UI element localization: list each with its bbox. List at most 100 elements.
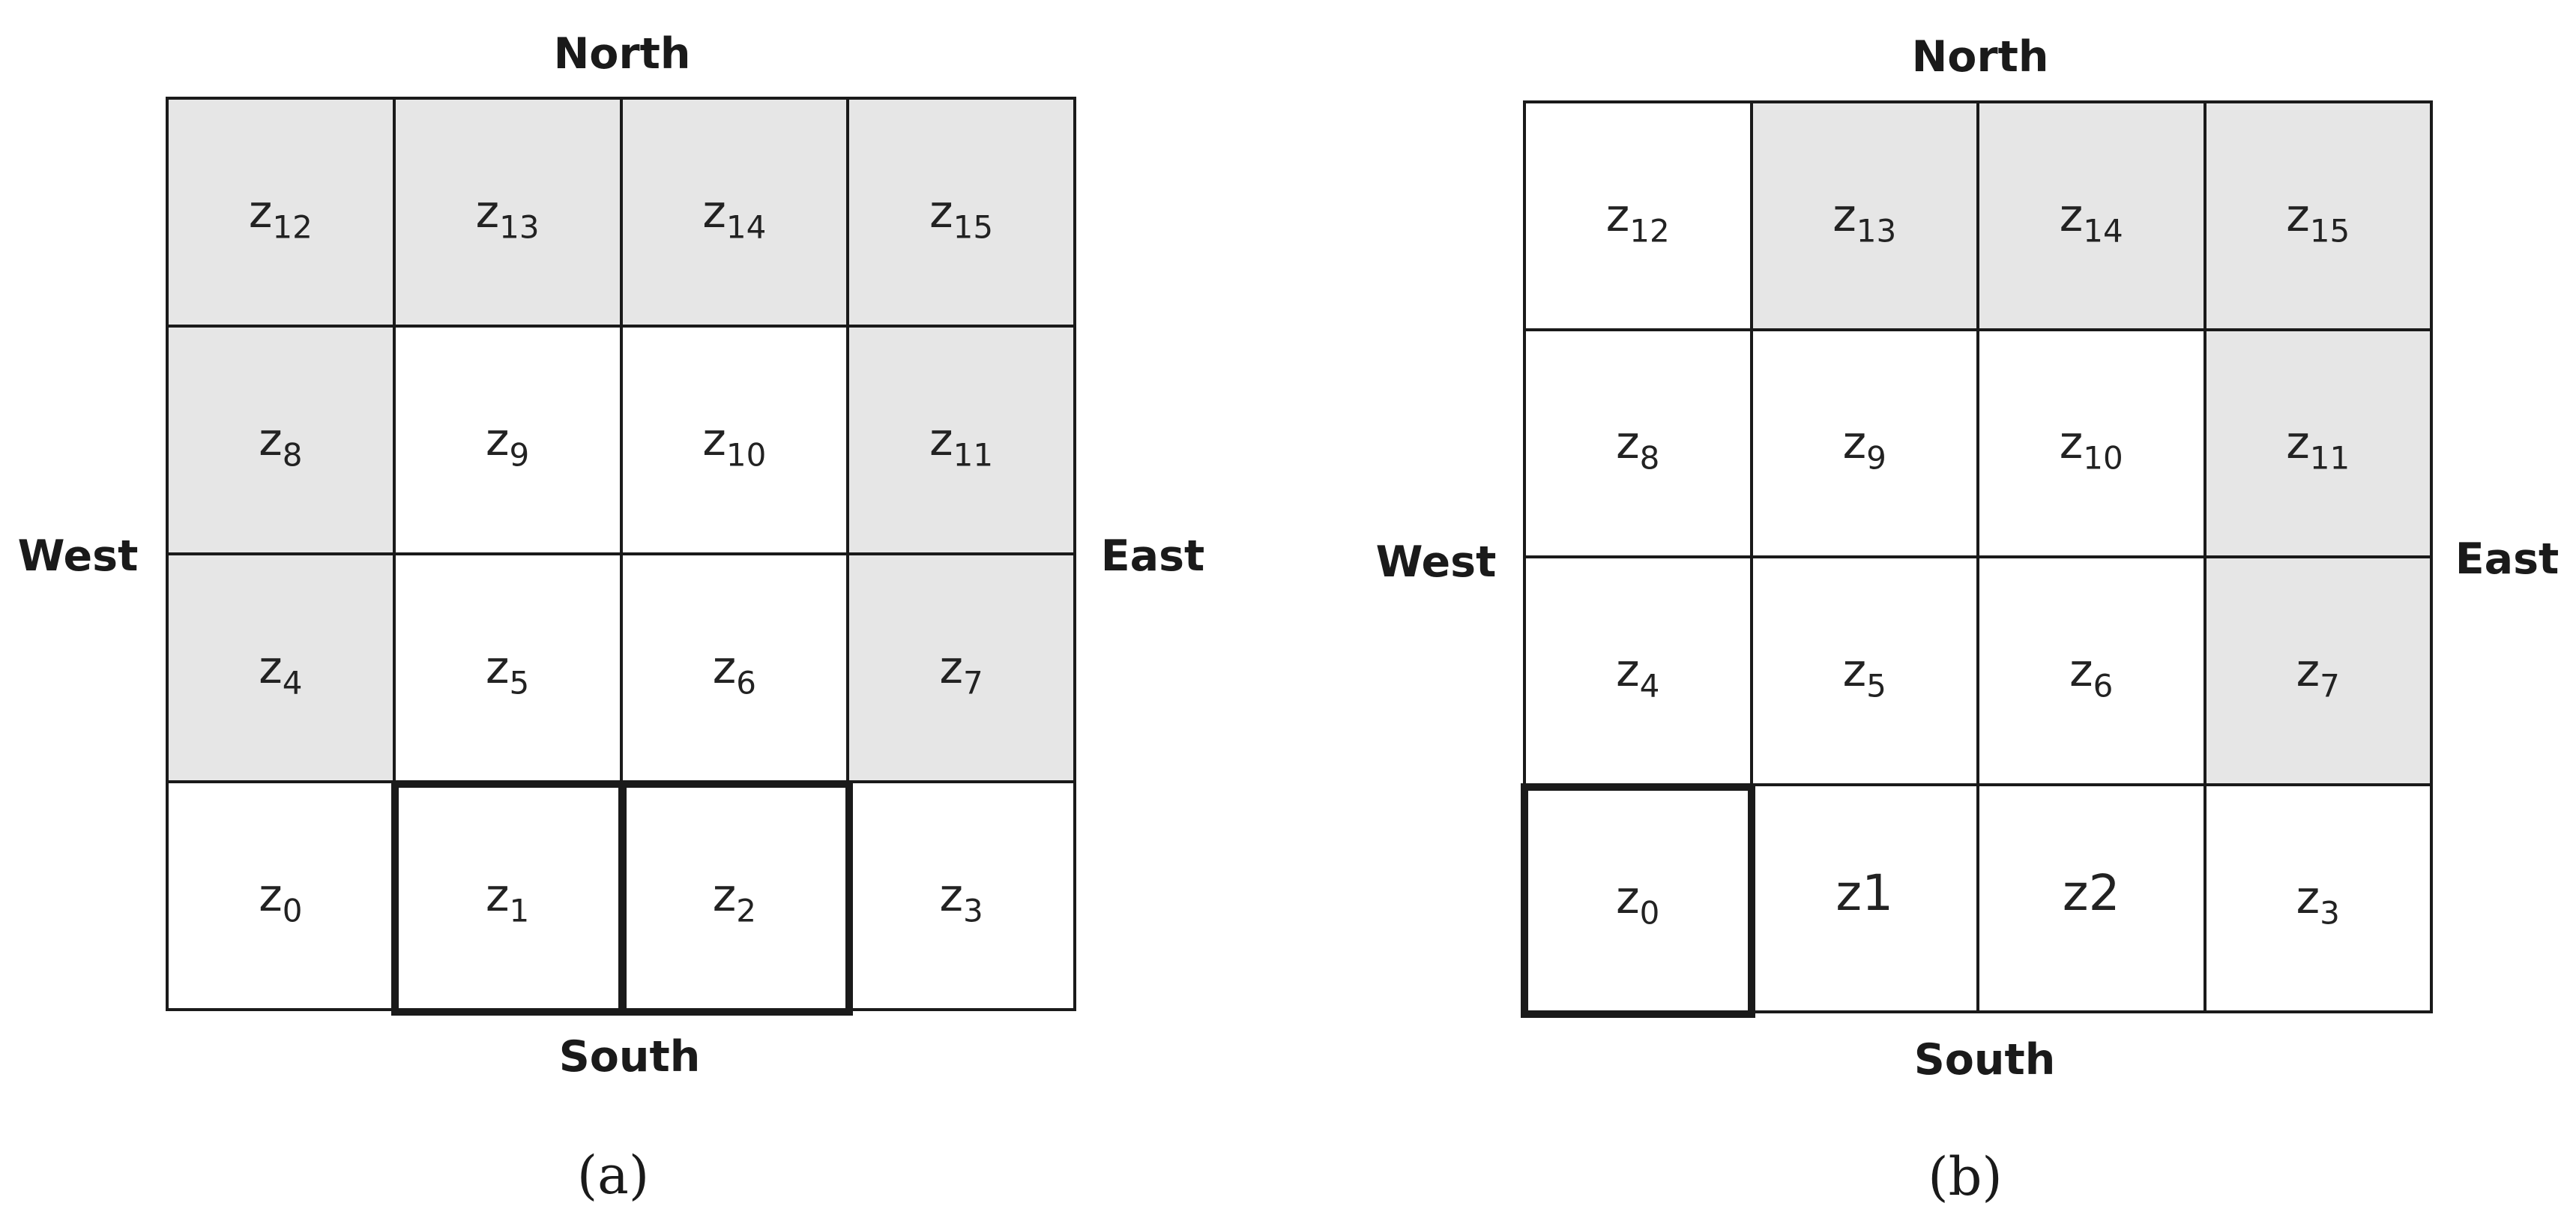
- zone-label: z14: [702, 190, 766, 243]
- zone-label: z7: [940, 645, 983, 699]
- zone-index: 15: [953, 208, 994, 246]
- zone-label: z0: [1616, 875, 1659, 929]
- zone-variable: z: [1842, 644, 1867, 697]
- zone-cell: z6: [619, 552, 847, 780]
- north-label: North: [553, 29, 691, 79]
- zone-label: z5: [1843, 648, 1886, 702]
- zone-cell: z10: [619, 325, 847, 552]
- zone-variable: z: [259, 869, 283, 922]
- zone-cell: z8: [166, 325, 393, 552]
- zone-index: 9: [1866, 439, 1886, 477]
- zone-label: z7: [2296, 648, 2340, 702]
- zone-variable: z: [929, 186, 953, 238]
- zone-index: 0: [1639, 894, 1660, 932]
- zone-variable: z: [259, 414, 283, 466]
- zone-cell: z11: [846, 325, 1073, 552]
- zone-index: 6: [2093, 667, 2114, 705]
- zone-cell: z15: [2203, 100, 2430, 328]
- zone-cell: z0: [166, 780, 393, 1008]
- zone-variable: z: [1833, 189, 1856, 242]
- zone-index: 12: [272, 208, 313, 246]
- zone-label: z11: [2286, 420, 2350, 474]
- zone-variable: z: [1616, 644, 1640, 697]
- zone-cell: z1: [1749, 783, 1976, 1010]
- zone-label: z12: [249, 190, 313, 243]
- zone-variable: z: [2069, 644, 2093, 697]
- west-label: West: [17, 531, 139, 581]
- zone-index: 4: [1639, 667, 1660, 705]
- zone-cell: z2: [1976, 783, 2204, 1010]
- panel-caption: (a): [576, 1145, 650, 1206]
- zone-index: 7: [2320, 667, 2340, 705]
- zone-variable: z: [2286, 189, 2310, 242]
- zone-index: 5: [1866, 667, 1886, 705]
- zone-label: z4: [1616, 648, 1659, 702]
- zone-cell: z4: [1523, 555, 1750, 783]
- zone-variable: z: [2059, 189, 2084, 242]
- zone-cell: z10: [1976, 328, 2204, 555]
- zone-label: z1: [1836, 864, 1894, 923]
- zone-cell: z3: [2203, 783, 2430, 1010]
- zone-cell: z4: [166, 552, 393, 780]
- zone-label: z13: [476, 190, 540, 243]
- zone-variable: z: [1605, 189, 1630, 242]
- zone-index: 7: [963, 664, 983, 702]
- zone-label: z6: [2069, 648, 2113, 702]
- zone-cell: z5: [1749, 555, 1976, 783]
- zone-label: z9: [1843, 420, 1886, 474]
- zone-cell: z1: [392, 780, 620, 1008]
- zone-label: z8: [1616, 420, 1659, 474]
- zone-cell: z9: [392, 325, 620, 552]
- zone-variable: z: [2059, 417, 2084, 470]
- zone-variable: z: [248, 186, 273, 238]
- zone-label: z10: [2060, 420, 2123, 474]
- zone-variable: z: [939, 869, 964, 922]
- zone-label: z2: [2062, 864, 2120, 923]
- zone-index: 13: [1856, 212, 1897, 250]
- zone-variable: z: [486, 642, 510, 694]
- zone-index: 2: [736, 892, 756, 929]
- zone-label: z9: [486, 417, 529, 471]
- zone-label: z3: [940, 873, 983, 926]
- zone-index: 15: [2309, 212, 2350, 250]
- zone-index: 3: [2320, 894, 2340, 932]
- zone-variable: z: [486, 414, 510, 466]
- zone-index: 1: [509, 892, 530, 929]
- zone-variable: z: [486, 869, 510, 922]
- zone-variable: z: [2286, 417, 2310, 470]
- zone-cell: z15: [846, 97, 1073, 325]
- panel-caption: (b): [1928, 1146, 2003, 1208]
- zone-label: z10: [702, 417, 766, 471]
- zone-label: z2: [713, 873, 756, 926]
- zone-index: 3: [963, 892, 983, 929]
- zone-variable: z: [475, 186, 500, 238]
- zone-label: z0: [259, 873, 302, 926]
- east-label: East: [2455, 534, 2560, 584]
- zone-cell: z9: [1749, 328, 1976, 555]
- zone-variable: z: [939, 642, 964, 694]
- south-label: South: [558, 1032, 701, 1082]
- zone-cell: z3: [846, 780, 1073, 1008]
- zone-cell: z2: [619, 780, 847, 1008]
- zone-index: 4: [282, 664, 303, 702]
- zone-cell: z5: [392, 552, 620, 780]
- zone-index: 10: [2083, 439, 2123, 477]
- zone-variable: z: [2296, 872, 2320, 925]
- zone-variable: z: [712, 869, 737, 922]
- zone-cell: z13: [1749, 100, 1976, 328]
- zone-cell: z13: [392, 97, 620, 325]
- south-label: South: [1913, 1035, 2056, 1085]
- zone-index: 11: [953, 436, 994, 474]
- zone-index: 13: [499, 208, 540, 246]
- zone-variable: z: [1616, 872, 1640, 925]
- west-label: West: [1375, 537, 1497, 587]
- zone-index: 6: [736, 664, 756, 702]
- zone-cell: z11: [2203, 328, 2430, 555]
- zone-label: z5: [486, 645, 529, 699]
- zone-variable: z: [2296, 644, 2320, 697]
- zone-variable: z: [1616, 417, 1640, 470]
- zone-index: 10: [726, 436, 767, 474]
- zone-index: 8: [282, 436, 303, 474]
- zone-cell: z12: [1523, 100, 1750, 328]
